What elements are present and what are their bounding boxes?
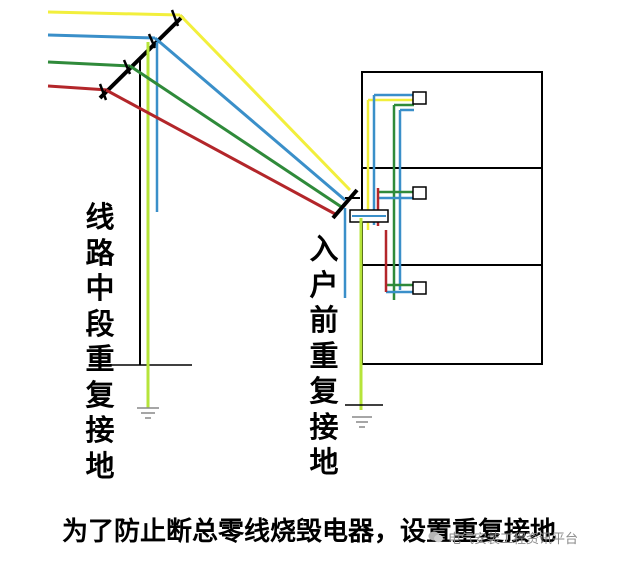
label-char: 入 <box>309 232 339 266</box>
line-red-incoming <box>47 84 109 92</box>
ground-symbol-left <box>137 407 159 419</box>
building <box>361 71 543 365</box>
entry-bracket <box>331 188 360 220</box>
outlet-floor-2 <box>412 186 427 200</box>
outlet-floor-3 <box>412 281 427 295</box>
line-yellow-incoming <box>47 10 181 17</box>
label-char: 段 <box>85 306 115 341</box>
label-char: 复 <box>85 377 115 412</box>
incoming-lines <box>47 10 181 92</box>
label-char: 复 <box>309 374 339 408</box>
label-char: 线 <box>85 200 115 234</box>
entry-earth <box>343 208 383 428</box>
label-char: 路 <box>85 235 115 270</box>
label-char: 接 <box>85 413 115 447</box>
insulator-marks <box>98 9 180 101</box>
label-mid-line-repeat-grounding: 线 路 中 段 重 复 接 地 <box>80 200 120 484</box>
label-entry-repeat-grounding: 入 户 前 重 复 接 地 <box>304 232 344 481</box>
mid-line-earth <box>137 42 159 419</box>
caption: 为了防止断总零线烧毁电器，设置重复接地 <box>62 517 557 547</box>
outlet-boxes <box>412 91 427 295</box>
label-char: 前 <box>309 303 339 337</box>
watermark: 电气安装工程资讯平台 <box>428 526 578 548</box>
line-blue-incoming <box>47 33 156 40</box>
label-char: 地 <box>309 445 339 479</box>
label-char: 接 <box>309 409 339 444</box>
outlet-floor-1 <box>412 91 427 105</box>
label-char: 重 <box>85 342 115 376</box>
drop-yellow <box>178 13 352 192</box>
building-outline <box>361 71 543 365</box>
wechat-icon <box>428 531 443 543</box>
ground-symbol-right <box>352 416 372 428</box>
line-green-incoming <box>47 60 131 68</box>
drop-blue <box>154 36 346 202</box>
label-char: 中 <box>85 271 115 305</box>
service-drop-lines <box>105 13 352 217</box>
pole-crossarm <box>98 14 185 100</box>
label-char: 地 <box>85 448 115 483</box>
watermark-text: 电气安装工程资讯平台 <box>448 531 579 547</box>
drop-green <box>129 64 344 210</box>
drop-red <box>105 88 338 217</box>
label-char: 户 <box>309 267 339 302</box>
house-wiring <box>349 93 414 300</box>
label-char: 重 <box>309 338 339 373</box>
